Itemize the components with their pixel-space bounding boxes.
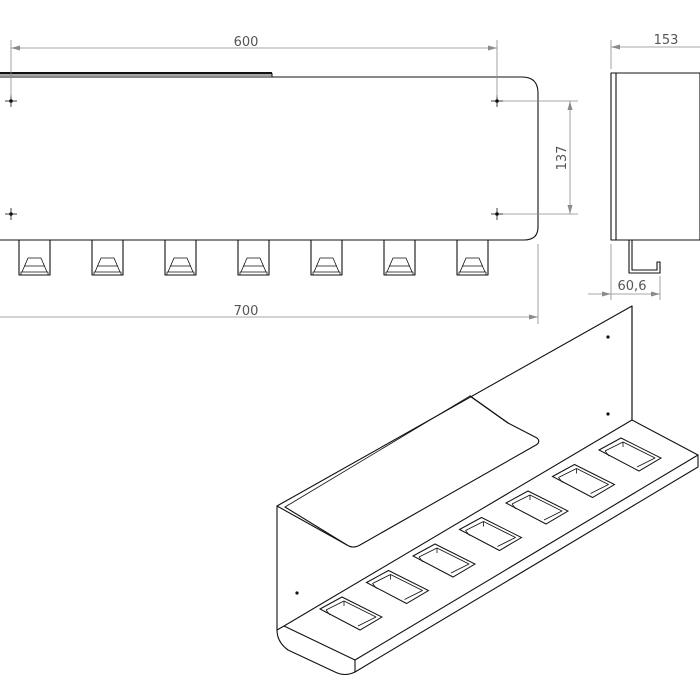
front-hook xyxy=(18,239,51,276)
front-hook xyxy=(91,239,124,276)
iso-shelf xyxy=(284,395,540,548)
side-body-outline xyxy=(610,72,700,241)
iso-left-inner-edge xyxy=(276,625,285,631)
dimension-60-6-label: 60,6 xyxy=(618,279,647,294)
iso-left-end-panel xyxy=(276,505,356,676)
dimension-600: 600 xyxy=(10,35,498,97)
mounting-hole-top-left xyxy=(5,95,17,107)
mounting-hole-bottom-right xyxy=(491,208,503,220)
front-view xyxy=(0,72,539,276)
side-bracket xyxy=(628,239,661,274)
iso-slot xyxy=(365,569,430,605)
iso-slot xyxy=(597,437,663,472)
mounting-hole-bottom-left xyxy=(5,208,17,220)
iso-slot xyxy=(318,596,384,631)
iso-hole-top-right xyxy=(606,335,610,339)
iso-slot xyxy=(504,490,570,525)
dimension-700-label: 700 xyxy=(234,304,259,319)
dimension-60-6: 60,6 xyxy=(588,244,661,300)
iso-slot xyxy=(411,543,477,578)
dimension-153: 153 xyxy=(610,33,700,69)
dimension-700: 700 xyxy=(0,244,539,324)
dimension-153-label: 153 xyxy=(654,33,679,48)
dimension-137: 137 xyxy=(503,100,578,215)
iso-left-top-edge xyxy=(276,505,348,546)
front-hook xyxy=(237,239,270,276)
front-panel-outline xyxy=(0,76,539,241)
iso-slot xyxy=(551,463,616,499)
front-hook xyxy=(310,239,343,276)
front-hook xyxy=(456,239,489,276)
dimension-600-label: 600 xyxy=(234,35,259,50)
front-hook xyxy=(383,239,416,276)
side-view xyxy=(610,72,700,274)
iso-slots xyxy=(318,437,663,631)
iso-hole-left xyxy=(295,591,299,595)
front-hook xyxy=(164,239,197,276)
iso-hole-bottom-right xyxy=(606,412,610,416)
iso-back-bottom-edge xyxy=(283,419,633,627)
isometric-view xyxy=(276,305,699,676)
iso-slot xyxy=(458,516,523,552)
dimension-137-label: 137 xyxy=(555,146,570,171)
iso-base-tray xyxy=(354,419,699,673)
front-hooks xyxy=(18,239,489,276)
